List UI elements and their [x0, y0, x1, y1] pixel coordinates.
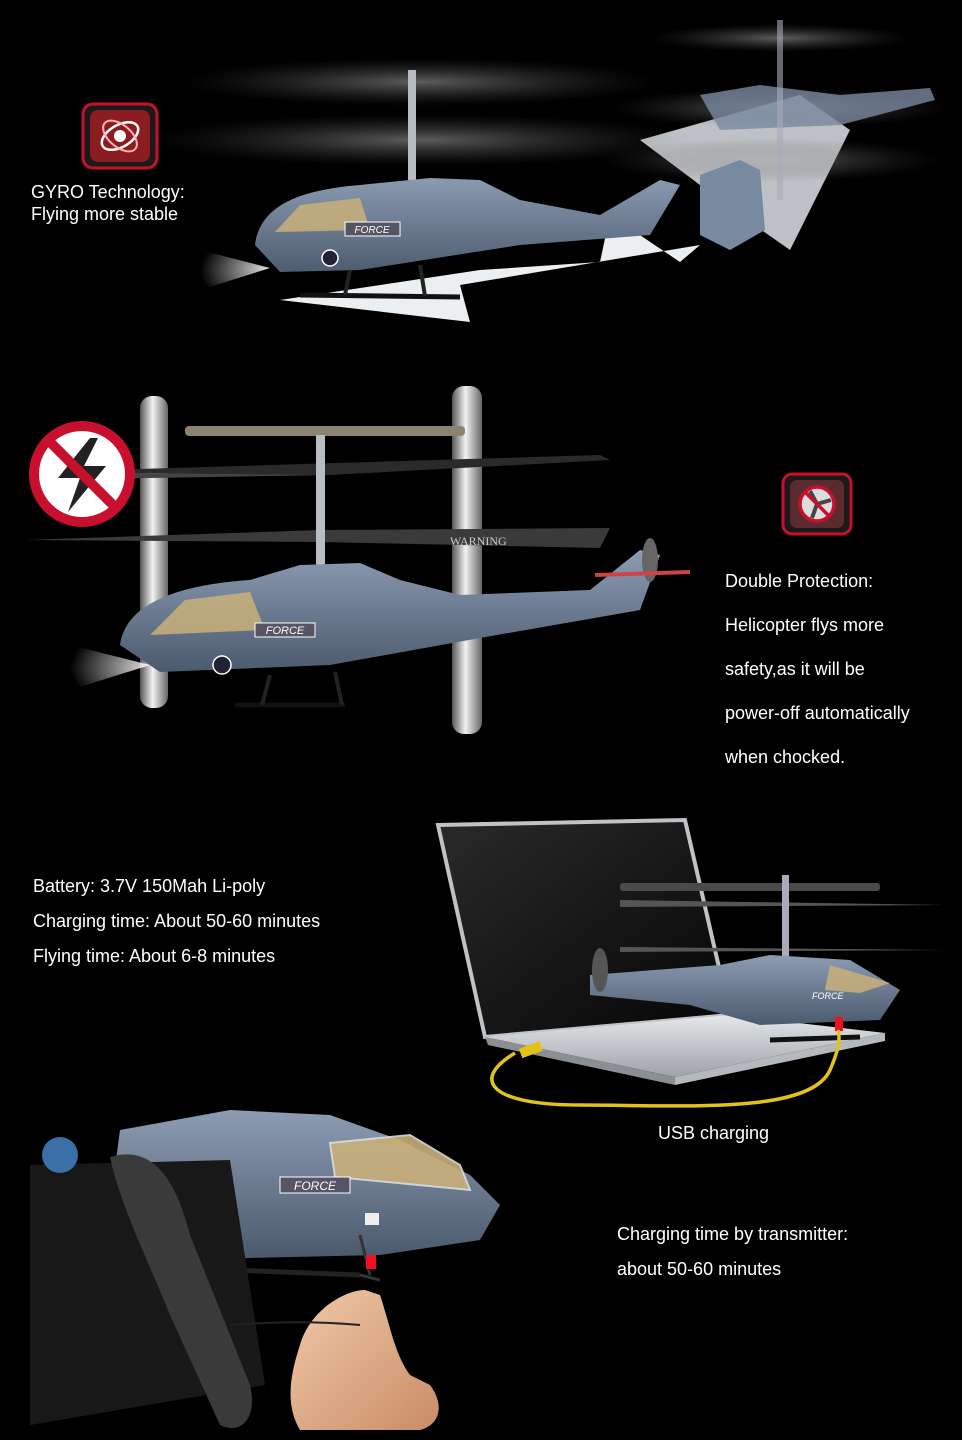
usb-charging-label: USB charging	[658, 1123, 770, 1143]
charging-time-line: Charging time: About 50-60 minutes	[33, 911, 321, 931]
battery-line: Battery: 3.7V 150Mah Li-poly	[33, 876, 266, 896]
transmitter-line-1: Charging time by transmitter:	[617, 1224, 849, 1244]
gyro-icon	[81, 102, 159, 170]
no-shock-icon	[29, 421, 135, 527]
protection-line-5: when chocked.	[725, 747, 846, 767]
protection-text: Double Protection: Helicopter flys more …	[725, 548, 910, 790]
gyro-decal: FORCE	[355, 225, 390, 236]
flying-time-line: Flying time: About 6-8 minutes	[33, 946, 276, 966]
gyro-helicopter-image: FORCE	[150, 20, 950, 322]
rotor-warning-text: WARNING	[450, 534, 507, 548]
no-fan-icon	[781, 472, 853, 536]
protection-line-3: safety,as it will be	[725, 659, 865, 679]
laptop-heli-decal: FORCE	[812, 991, 844, 1001]
transmitter-text: Charging time by transmitter: about 50-6…	[617, 1217, 848, 1287]
transmitter-heli-decal: FORCE	[294, 1179, 337, 1193]
protection-line-2: Helicopter flys more	[725, 615, 885, 635]
protection-line-1: Double Protection:	[725, 571, 874, 591]
laptop-charging-image: FORCE	[435, 817, 945, 1108]
protection-line-4: power-off automatically	[725, 703, 910, 723]
battery-specs: Battery: 3.7V 150Mah Li-poly Charging ti…	[33, 869, 320, 974]
transmitter-charging-image: FORCE	[30, 1110, 500, 1430]
protection-decal: FORCE	[266, 625, 305, 637]
transmitter-line-2: about 50-60 minutes	[617, 1259, 782, 1279]
gyro-line-1: GYRO Technology:	[31, 182, 185, 202]
gyro-line-2: Flying more stable	[31, 204, 179, 224]
